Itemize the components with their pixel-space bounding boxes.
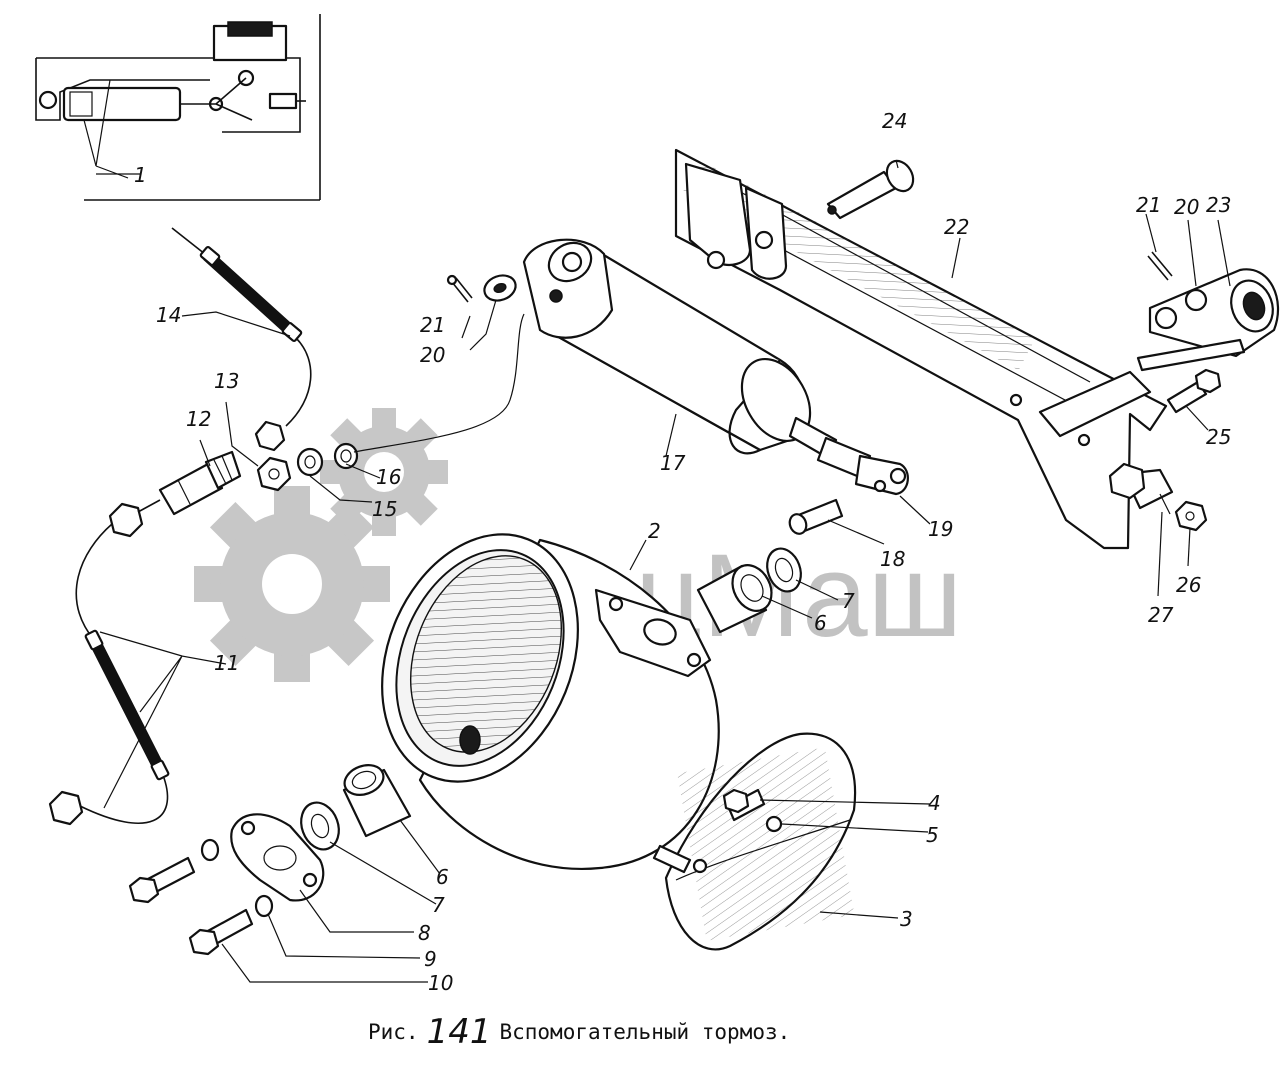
callout-15: 15 xyxy=(372,497,397,521)
callout-3: 3 xyxy=(900,907,913,931)
cover-plate xyxy=(652,732,857,951)
callout-25: 25 xyxy=(1206,425,1231,449)
callout-17: 17 xyxy=(660,451,686,475)
watermark-gear-small-icon xyxy=(320,408,448,536)
brake-hose-lower xyxy=(48,499,170,826)
washer-9 xyxy=(200,838,274,918)
mounting-beam xyxy=(674,148,1174,550)
figure-number: 141 xyxy=(426,1012,492,1052)
cotter-pin-21-left xyxy=(446,274,473,303)
bolts-10 xyxy=(128,856,254,956)
callout-10: 10 xyxy=(428,971,453,995)
washer-7-upper xyxy=(766,547,802,593)
callout-4: 4 xyxy=(928,791,941,815)
washer-16 xyxy=(333,442,359,470)
hex-nut-13 xyxy=(256,456,292,492)
pin-24 xyxy=(826,159,915,220)
callout-12: 12 xyxy=(186,407,211,431)
callout-18: 18 xyxy=(880,547,905,571)
callout-11: 11 xyxy=(214,651,239,675)
brake-hose-upper xyxy=(171,227,312,452)
callout-13: 13 xyxy=(214,369,239,393)
callout-1: 1 xyxy=(134,163,147,187)
callout-24: 24 xyxy=(882,109,907,133)
pneumatic-cylinder xyxy=(522,238,909,496)
nut-26 xyxy=(1174,500,1208,532)
leader-lines xyxy=(96,159,1231,983)
lever-arm xyxy=(1136,268,1279,372)
callout-9: 9 xyxy=(424,947,437,971)
callout-27: 27 xyxy=(1148,603,1174,627)
callout-6-lower: 6 xyxy=(436,865,449,889)
callout-6-upper: 6 xyxy=(814,611,827,635)
cotter-pin-21-right xyxy=(1147,251,1173,281)
callout-20-left: 20 xyxy=(420,343,445,367)
bolt-25 xyxy=(1166,368,1222,414)
bushing-6-upper xyxy=(696,564,773,634)
fitting-adapter xyxy=(158,450,242,516)
bolt-27 xyxy=(1159,493,1171,515)
callout-26: 26 xyxy=(1176,573,1201,597)
watermark-gear-large-icon xyxy=(194,486,390,682)
bushing-6-lower xyxy=(342,764,412,838)
callout-23: 23 xyxy=(1206,193,1231,217)
pin-18 xyxy=(788,498,844,535)
caption-prefix: Рис. xyxy=(368,1020,419,1044)
washer-20-left xyxy=(483,274,517,302)
callout-19: 19 xyxy=(928,517,953,541)
callout-5: 5 xyxy=(926,823,939,847)
callout-14: 14 xyxy=(156,303,181,327)
flange-plate-8 xyxy=(230,813,325,902)
washer-15 xyxy=(296,447,324,477)
callout-20-right: 20 xyxy=(1174,195,1199,219)
callout-22: 22 xyxy=(944,215,969,239)
callout-21-left: 21 xyxy=(420,313,445,337)
callout-7-upper: 7 xyxy=(842,589,855,613)
callout-7-lower: 7 xyxy=(432,893,445,917)
callout-2: 2 xyxy=(648,519,661,543)
callout-labels: 1 2 3 4 5 6 6 7 7 8 9 10 11 12 13 14 15 … xyxy=(134,109,1231,995)
callout-8: 8 xyxy=(418,921,431,945)
callout-21-right: 21 xyxy=(1136,193,1161,217)
inset-location-diagram xyxy=(35,14,321,201)
brake-housing xyxy=(381,533,720,870)
washer-7-lower xyxy=(300,801,340,851)
caption-title: Вспомогательный тормоз. xyxy=(499,1020,791,1044)
figure-caption: Рис. 141 Вспомогательный тормоз. xyxy=(368,1012,790,1052)
callout-16: 16 xyxy=(376,465,401,489)
